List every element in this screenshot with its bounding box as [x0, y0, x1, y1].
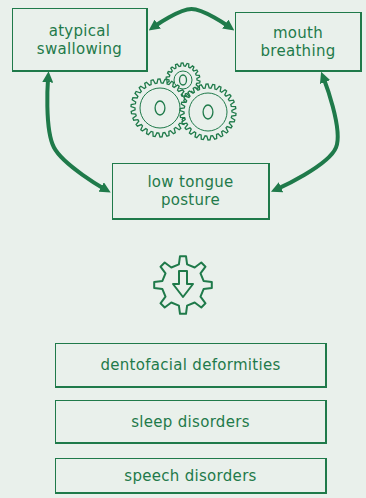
gears-illustration [131, 63, 236, 140]
gear [180, 84, 236, 140]
cause-box: atypical swallowing [12, 8, 148, 72]
box-label: speech disorders [124, 467, 256, 485]
gear-arrow-icon [154, 256, 212, 314]
cycle-arrow [155, 9, 228, 26]
box-label: low tongue posture [125, 173, 256, 209]
gear-hole [203, 105, 213, 119]
box-label: atypical swallowing [25, 22, 134, 58]
cycle-arrow [278, 79, 338, 189]
gear-hole [180, 75, 187, 85]
cause-box: low tongue posture [112, 163, 270, 220]
gear-hole [155, 101, 165, 115]
effect-box: speech disorders [55, 458, 327, 494]
box-label: sleep disorders [131, 413, 250, 431]
gear-rim [140, 88, 180, 128]
gear-rim [189, 93, 227, 131]
effect-box: dentofacial deformities [55, 343, 327, 388]
box-label: mouth breathing [248, 24, 348, 60]
box-label: dentofacial deformities [100, 356, 280, 374]
cog-outline [154, 256, 212, 314]
effect-box: sleep disorders [55, 400, 327, 444]
down-arrow [173, 271, 193, 297]
cycle-arrow [47, 79, 104, 189]
cause-box: mouth breathing [235, 12, 362, 72]
